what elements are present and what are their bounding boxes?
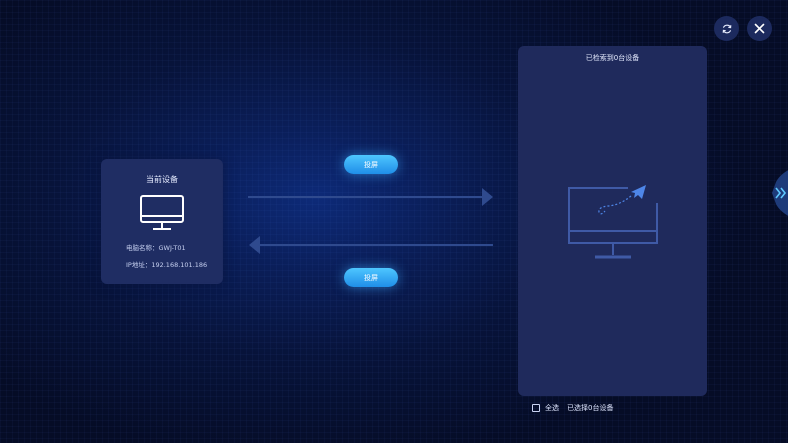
cast-button-bottom[interactable]: 投屏 xyxy=(344,268,398,287)
arrow-right-icon xyxy=(248,188,493,206)
current-device-title: 当前设备 xyxy=(146,175,178,184)
cast-button-top[interactable]: 投屏 xyxy=(344,155,398,174)
close-button[interactable] xyxy=(747,16,772,41)
paper-plane-monitor-icon xyxy=(568,185,658,259)
selection-footer: 全选 已选择0台设备 xyxy=(532,403,613,413)
device-ip-text: IP地址：192.168.101.186 xyxy=(126,261,208,269)
select-all-checkbox[interactable] xyxy=(532,404,540,412)
close-icon xyxy=(754,23,765,34)
select-all-label[interactable]: 全选 xyxy=(545,404,559,412)
device-name-text: 电脑名称：GWJ-T01 xyxy=(126,244,186,252)
current-device-card: 当前设备 电脑名称：GWJ-T01 IP地址：192.168.101.186 xyxy=(101,159,223,284)
cast-button-bottom-label: 投屏 xyxy=(364,273,378,282)
arrow-left-icon xyxy=(249,236,493,254)
search-results-title: 已检索到0台设备 xyxy=(585,54,640,62)
refresh-button[interactable] xyxy=(714,16,739,41)
double-chevron-right-icon xyxy=(775,187,787,199)
monitor-icon xyxy=(140,195,184,230)
side-expand-tab[interactable] xyxy=(770,168,788,218)
cast-button-top-label: 投屏 xyxy=(364,160,378,169)
selected-count-text: 已选择0台设备 xyxy=(567,404,614,412)
search-results-panel: 已检索到0台设备 xyxy=(518,46,707,396)
refresh-icon xyxy=(722,24,731,33)
